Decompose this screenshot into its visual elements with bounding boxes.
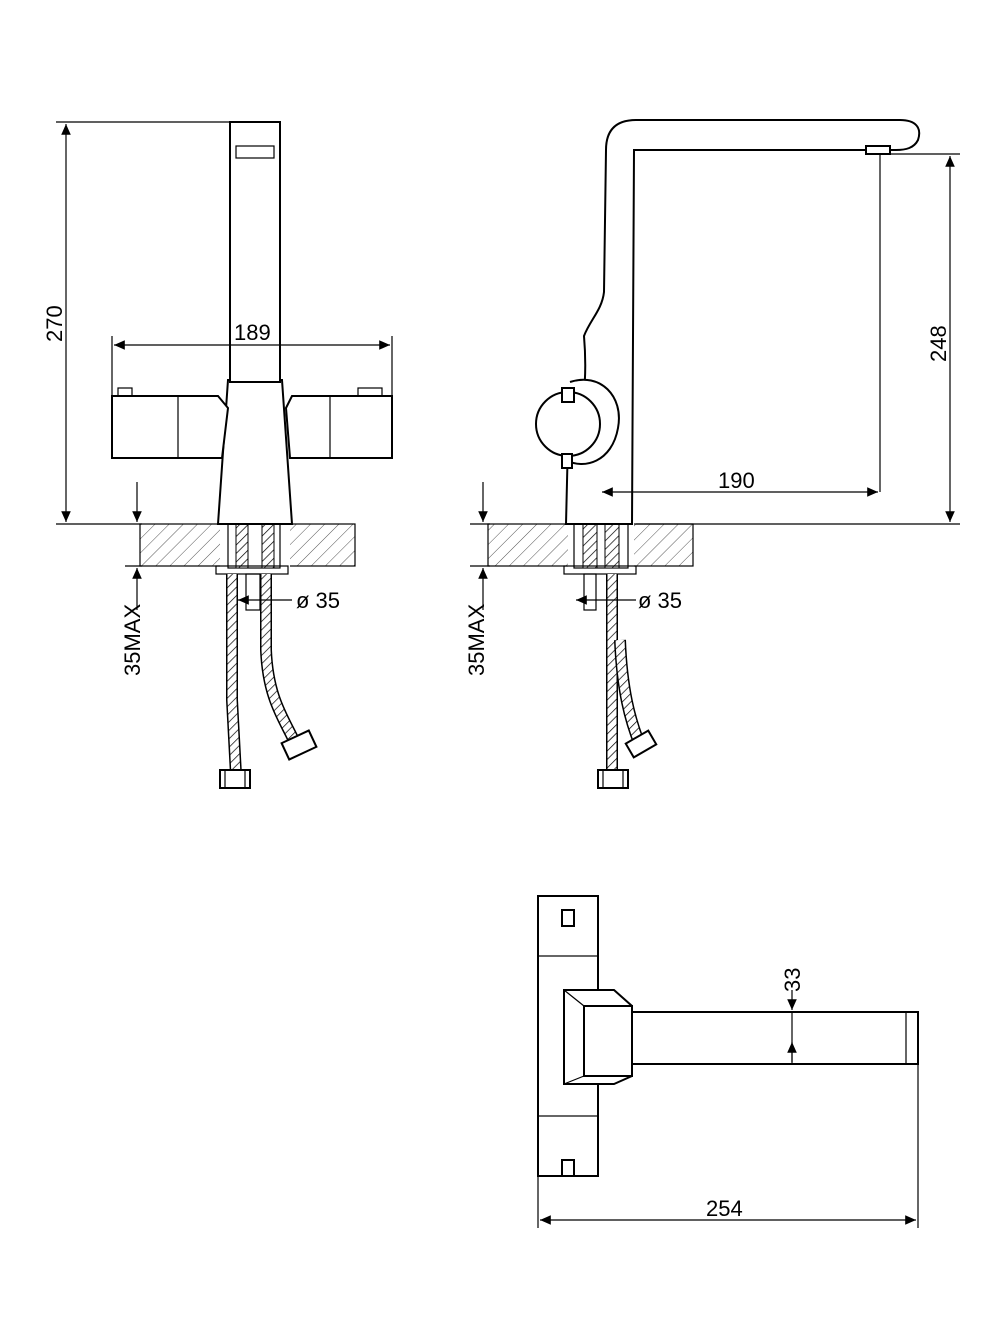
front-handle-left	[111, 395, 230, 459]
front-thickness-label: 35MAX	[120, 604, 145, 676]
front-handle-right	[284, 395, 393, 459]
side-faucet-body	[564, 119, 921, 525]
front-faucet-body	[216, 379, 294, 525]
front-hole-label: ø 35	[296, 588, 340, 613]
top-length-label: 254	[706, 1196, 743, 1221]
side-hole-label: ø 35	[638, 588, 682, 613]
top-view: 254 33	[537, 895, 919, 1228]
side-height-label: 248	[926, 325, 951, 362]
front-view: 270 189 35MAX ø 35	[42, 121, 393, 789]
top-spout-width-label: 33	[780, 968, 805, 992]
side-thickness-label: 35MAX	[464, 604, 489, 676]
side-view: 248 190 35MAX ø 35	[464, 119, 960, 789]
front-height-label: 270	[42, 305, 67, 342]
side-reach-label: 190	[718, 468, 755, 493]
top-spout	[631, 1011, 919, 1065]
front-width-label: 189	[234, 320, 271, 345]
front-spout-column	[229, 121, 281, 383]
